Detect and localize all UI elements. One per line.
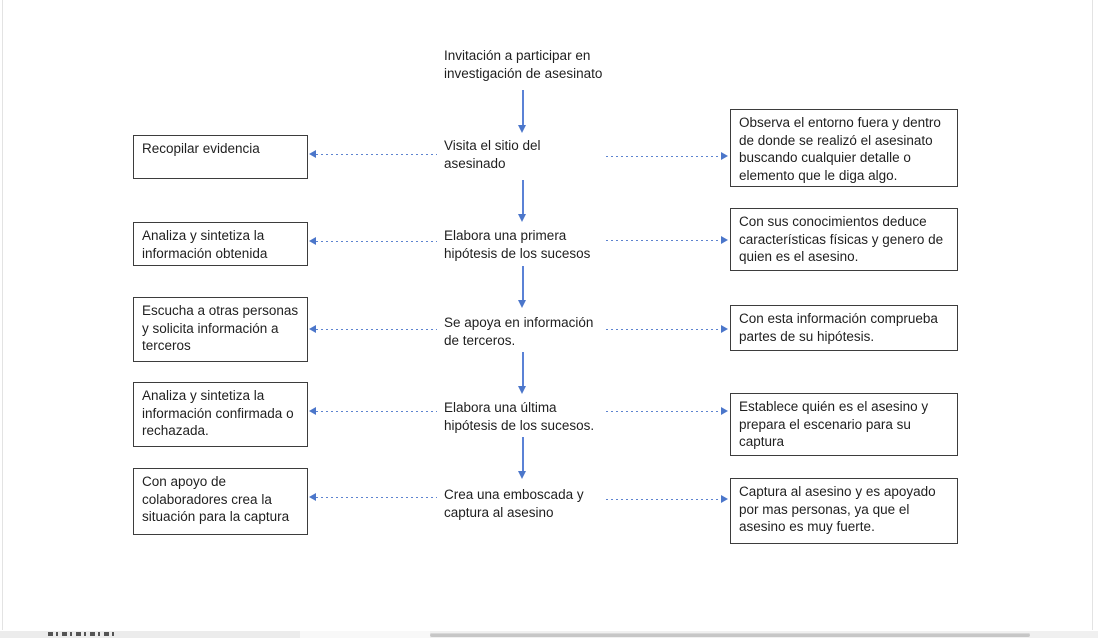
arrowhead-left — [309, 493, 316, 501]
dashed-arrow-left — [309, 150, 437, 159]
flow-start-text: Invitación a participar en investigación… — [444, 48, 603, 81]
flow-box-right: Captura al asesino y es apoyado por mas … — [730, 478, 958, 544]
dashed-arrow-right — [606, 325, 728, 334]
down-arrow-line — [522, 90, 524, 125]
bottom-bar-gap — [300, 631, 430, 638]
dashed-line — [316, 497, 437, 498]
arrowhead-left — [309, 237, 316, 245]
flow-step-center: Crea una emboscada y captura al asesino — [444, 487, 584, 520]
down-arrow-line — [522, 266, 524, 300]
flow-step-center: Elabora una primera hipótesis de los suc… — [444, 228, 591, 261]
dashed-line — [606, 411, 721, 412]
down-arrow — [517, 180, 528, 222]
down-arrow-head — [518, 386, 526, 394]
flow-step-center: Visita el sitio del asesinado — [444, 138, 541, 171]
page-right-edge — [1092, 0, 1093, 630]
dashed-arrow-right — [606, 152, 728, 161]
down-arrow — [517, 90, 528, 133]
arrowhead-left — [309, 407, 316, 415]
flow-box-right: Observa el entorno fuera y dentro de don… — [730, 109, 958, 187]
flow-box-left: Escucha a otras personas y solicita info… — [133, 297, 308, 362]
dashed-arrow-right — [606, 236, 728, 245]
down-arrow-line — [522, 437, 524, 471]
dashed-line — [316, 241, 437, 242]
arrowhead-right — [721, 325, 728, 333]
arrowhead-right — [721, 407, 728, 415]
horizontal-scrollbar-track[interactable] — [430, 631, 1098, 638]
flow-box-left: Con apoyo de colaboradores crea la situa… — [133, 468, 308, 535]
flow-step-center: Se apoya en información de terceros. — [444, 315, 594, 348]
dashed-line — [316, 154, 437, 155]
page-left-edge — [2, 0, 3, 630]
flow-step-center: Elabora una última hipótesis de los suce… — [444, 400, 595, 433]
down-arrow-head — [518, 214, 526, 222]
down-arrow-head — [518, 471, 526, 479]
dashed-arrow-right — [606, 407, 728, 416]
flow-box-left: Analiza y sintetiza la información confi… — [133, 382, 308, 447]
arrowhead-right — [721, 236, 728, 244]
down-arrow — [517, 352, 528, 394]
dashed-line — [606, 240, 721, 241]
dashed-arrow-left — [309, 237, 437, 246]
down-arrow — [517, 266, 528, 308]
dashed-arrow-left — [309, 493, 437, 502]
horizontal-scrollbar-thumb[interactable] — [430, 633, 1030, 637]
dashed-line — [316, 411, 437, 412]
dashed-arrow-right — [606, 495, 728, 504]
flow-box-left: Analiza y sintetiza la información obten… — [133, 222, 308, 266]
bottom-bar — [0, 631, 1098, 638]
flow-box-right: Establece quién es el asesino y prepara … — [730, 393, 958, 456]
arrowhead-left — [309, 325, 316, 333]
flow-box-right: Con esta información comprueba partes de… — [730, 305, 958, 351]
flow-box-left: Recopilar evidencia — [133, 135, 308, 179]
arrowhead-right — [721, 152, 728, 160]
down-arrow-head — [518, 125, 526, 133]
clipped-status-text — [48, 632, 114, 636]
dashed-line — [606, 156, 721, 157]
down-arrow-head — [518, 300, 526, 308]
arrowhead-right — [721, 495, 728, 503]
arrowhead-left — [309, 150, 316, 158]
down-arrow-line — [522, 352, 524, 386]
flow-box-right: Con sus conocimientos deduce característ… — [730, 208, 958, 271]
dashed-arrow-left — [309, 407, 437, 416]
down-arrow-line — [522, 180, 524, 214]
dashed-line — [316, 329, 437, 330]
dashed-line — [606, 499, 721, 500]
dashed-arrow-left — [309, 325, 437, 334]
down-arrow — [517, 437, 528, 479]
dashed-line — [606, 329, 721, 330]
